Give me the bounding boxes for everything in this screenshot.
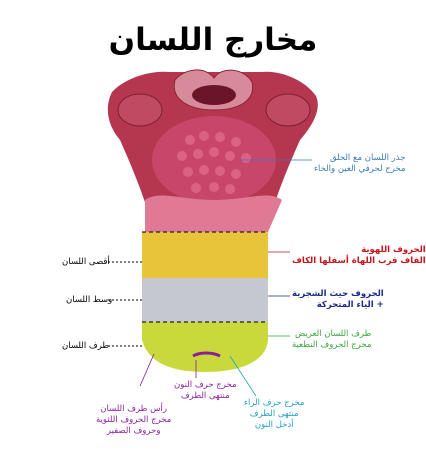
label-tip-line3: وحروف الصفير	[106, 426, 161, 436]
label-lateral-line1: طرف اللسان العريض	[295, 329, 372, 339]
left-tonsil-shape	[117, 93, 163, 127]
label-ra: مخرج حرف الراء منتهى الطرف أدخل النون	[244, 398, 304, 431]
back-band	[142, 232, 268, 278]
label-root-throat: جذر اللسان مع الحلق مخرج لحرفي الغين وال…	[314, 153, 405, 175]
label-uvular-line1: الحروف اللهوية	[361, 245, 426, 255]
label-tip-head: رأس طرف اللسان مخرج الحروف اللثوية وحروف…	[96, 404, 171, 437]
label-ra-line2: منتهى الطرف	[249, 409, 299, 419]
label-root-line1: جذر اللسان مع الحلق	[329, 153, 406, 163]
page-title: مخارج اللسان	[108, 22, 318, 58]
label-tip-of-tongue: طرف اللسان	[62, 341, 110, 351]
tongue-root-shape	[152, 116, 276, 204]
label-ra-line1: مخرج حرف الراء	[244, 398, 305, 408]
label-lateral-line2: مخرج الحروف النطعية	[292, 340, 372, 350]
right-tonsil-shape	[265, 93, 311, 127]
label-noon-line1: مخرج حرف النون	[174, 380, 237, 390]
label-back-of-tongue: أقصى اللسان	[62, 257, 110, 267]
label-palatal-line2: + الياء المتحركة	[316, 300, 384, 310]
throat-opening-shape	[192, 85, 236, 105]
middle-band	[142, 278, 268, 322]
label-palatal: الحروف حيث الشجرية + الياء المتحركة	[292, 289, 384, 311]
label-lateral: طرف اللسان العريض مخرج الحروف النطعية	[292, 329, 371, 351]
label-noon-line2: منتهى الطرف	[180, 391, 230, 401]
label-uvular-line2: القاف قرب اللهاة أسفلها الكاف	[292, 256, 426, 266]
label-tip-line2: مخرج الحروف اللثوية	[96, 415, 172, 425]
tip-band	[142, 322, 268, 372]
label-uvular: الحروف اللهوية القاف قرب اللهاة أسفلها ا…	[292, 245, 426, 267]
tongue-body-shape	[145, 195, 282, 232]
tip-arc	[192, 351, 221, 358]
label-root-line2: مخرج لحرفي الغين والخاء	[314, 164, 406, 174]
label-tip-line1: رأس طرف اللسان	[100, 404, 167, 414]
label-ra-line3: أدخل النون	[254, 420, 294, 430]
label-noon: مخرج حرف النون منتهى الطرف	[174, 380, 237, 402]
label-middle-of-tongue: وسط اللسان	[66, 295, 113, 305]
label-palatal-line1: الحروف حيث الشجرية	[292, 289, 384, 299]
